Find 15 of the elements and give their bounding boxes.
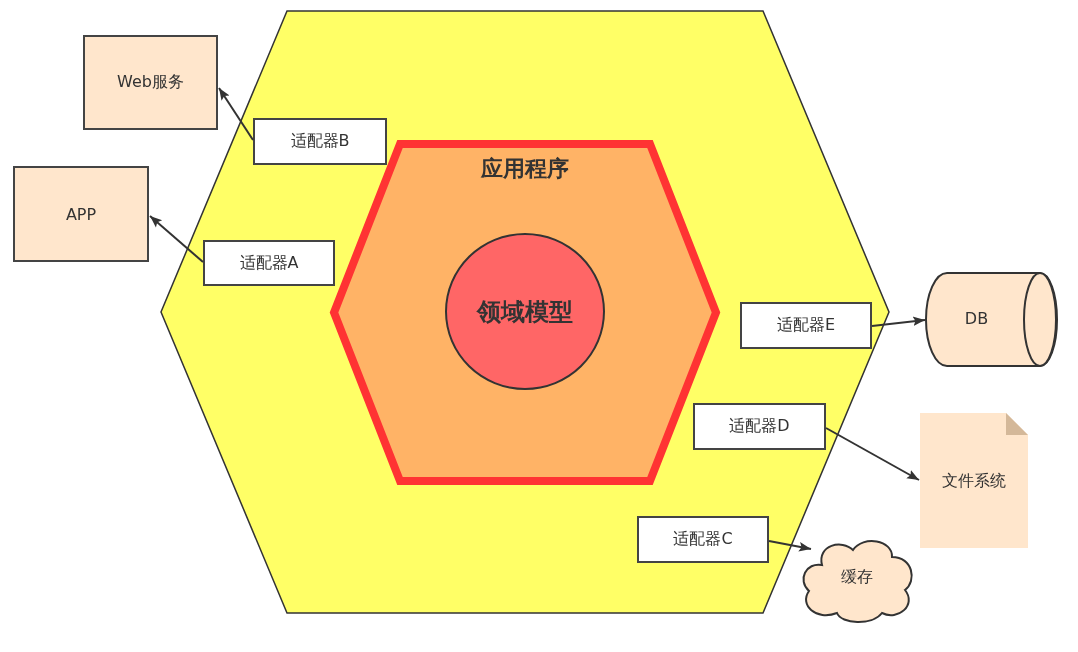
arrow [871,316,926,327]
system-box: APP [13,166,149,262]
arrow [218,87,254,141]
node-label: 缓存 [840,567,874,588]
node-label: DB [963,308,990,328]
adapter-box: 适配器B [253,118,387,165]
adapter-box: 适配器A [203,240,335,286]
node-label: 文件系统 [941,471,1007,492]
arrow [149,215,204,263]
arrow [768,540,812,552]
system-box: Web服务 [83,35,218,130]
adapter-box: 适配器E [740,302,872,349]
hexagon-title: 应用程序 [480,155,570,183]
adapter-box: 适配器C [637,516,769,563]
adapter-box: 适配器D [693,403,826,450]
